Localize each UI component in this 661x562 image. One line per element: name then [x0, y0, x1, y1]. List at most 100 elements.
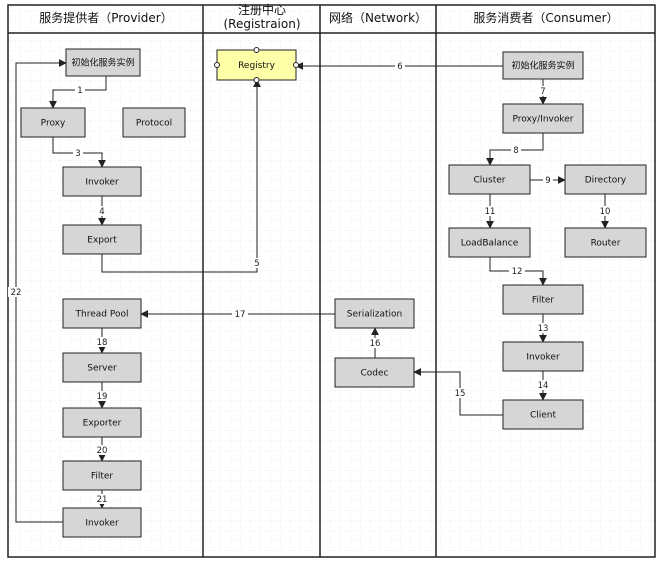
box-n-serialization: Serialization [334, 298, 415, 329]
box-label-p-export: Export [87, 236, 117, 246]
box-c-init: 初始化服务实例 [502, 51, 584, 80]
box-c-directory: Directory [564, 164, 647, 195]
edge-label-bg [73, 148, 83, 158]
edge-label-e18: 18 [97, 338, 108, 348]
box-rect [62, 407, 142, 438]
edge-label-e1: 1 [77, 86, 82, 96]
box-label-r-registry: Registry [238, 61, 276, 71]
box-label-p-protocol: Protocol [136, 119, 172, 129]
connector-handle [214, 62, 220, 68]
box-rect [502, 284, 584, 315]
box-label-c-proxy: Proxy/Invoker [512, 115, 573, 125]
edge-label-e6: 6 [397, 62, 402, 72]
edge-label-bg [543, 175, 553, 185]
box-label-n-serialization: Serialization [347, 310, 402, 320]
box-p-export: Export [62, 224, 142, 255]
box-label-c-init: 初始化服务实例 [511, 60, 574, 72]
column-header-network: 网络（Network） [329, 10, 427, 25]
edge-label-bg [97, 206, 107, 216]
box-label-p-filter: Filter [91, 472, 114, 482]
box-label-c-client: Client [530, 411, 557, 421]
box-rect [502, 341, 584, 372]
edge-label-bg [75, 85, 85, 95]
edge-label-bg [509, 266, 525, 276]
box-label-c-invoker: Invoker [526, 353, 560, 363]
edge-label-bg [8, 287, 24, 297]
edge-label-bg [252, 258, 262, 268]
box-rect [502, 399, 584, 430]
box-label-n-codec: Codec [361, 369, 389, 379]
edge-label-bg [538, 86, 548, 96]
box-label-c-router: Router [591, 239, 621, 249]
edge-label-e3: 3 [75, 149, 80, 159]
edge-label-e10: 10 [600, 207, 611, 217]
box-label-p-exporter: Exporter [83, 419, 122, 429]
box-label-p-invoker2: Invoker [85, 519, 119, 529]
box-rect [448, 164, 531, 195]
edge-label-e14: 14 [538, 381, 549, 391]
box-n-codec: Codec [334, 357, 415, 388]
edge-label-e17: 17 [235, 310, 246, 320]
box-rect [122, 107, 186, 138]
box-p-server: Server [62, 352, 142, 383]
edge-e5 [101, 79, 261, 273]
box-p-filter: Filter [62, 460, 142, 491]
box-rect [502, 103, 584, 134]
box-p-proxy: Proxy [20, 107, 86, 138]
box-label-c-filter: Filter [532, 296, 555, 306]
edge-label-bg [535, 323, 551, 333]
edge-label-e7: 7 [540, 87, 545, 97]
box-p-exporter: Exporter [62, 407, 142, 438]
box-rect [448, 227, 531, 258]
box-rect [334, 298, 415, 329]
box-rect [62, 507, 142, 538]
box-label-p-invoker: Invoker [85, 178, 119, 188]
edge-label-e12: 12 [512, 267, 523, 277]
edge-label-e5: 5 [254, 259, 259, 269]
edge-label-bg [232, 309, 248, 319]
box-rect [62, 298, 142, 329]
box-rect [62, 352, 142, 383]
column-header-provider: 服务提供者（Provider） [39, 10, 172, 25]
box-rect [65, 48, 141, 77]
box-rect [62, 166, 142, 197]
edge-label-bg [94, 494, 110, 504]
edge-label-bg [452, 388, 468, 398]
edge-label-e22: 22 [11, 288, 22, 298]
edge-label-e8: 8 [513, 146, 518, 156]
column-header-registry: (Registraion) [223, 17, 300, 31]
edge-label-e9: 9 [545, 176, 550, 186]
edge-label-e21: 21 [97, 495, 108, 505]
box-c-router: Router [564, 227, 647, 258]
column-header-registry: 注册中心 [238, 2, 286, 17]
edge-label-bg [511, 145, 521, 155]
edge-label-e15: 15 [455, 389, 466, 399]
box-label-p-threadpool: Thread Pool [75, 310, 129, 320]
edge-label-e4: 4 [99, 207, 104, 217]
box-r-registry: Registry [214, 47, 299, 83]
box-rect [62, 460, 142, 491]
box-c-loadbalance: LoadBalance [448, 227, 531, 258]
box-rect [564, 164, 647, 195]
box-p-invoker2: Invoker [62, 507, 142, 538]
box-p-protocol: Protocol [122, 107, 186, 138]
diagram-frame [7, 4, 656, 558]
edge-label-e16: 16 [370, 339, 381, 349]
box-c-proxy: Proxy/Invoker [502, 103, 584, 134]
box-label-p-proxy: Proxy [41, 119, 66, 129]
box-c-cluster: Cluster [448, 164, 531, 195]
edge-label-bg [94, 445, 110, 455]
box-label-c-loadbalance: LoadBalance [461, 239, 519, 249]
edge-label-bg [94, 391, 110, 401]
box-c-client: Client [502, 399, 584, 430]
box-label-p-server: Server [87, 364, 117, 374]
edge-label-e11: 11 [485, 207, 496, 217]
box-label-c-cluster: Cluster [474, 176, 506, 186]
edge-label-bg [482, 206, 498, 216]
box-rect [564, 227, 647, 258]
box-rect [334, 357, 415, 388]
edge-label-e20: 20 [97, 446, 108, 456]
box-rect [62, 224, 142, 255]
